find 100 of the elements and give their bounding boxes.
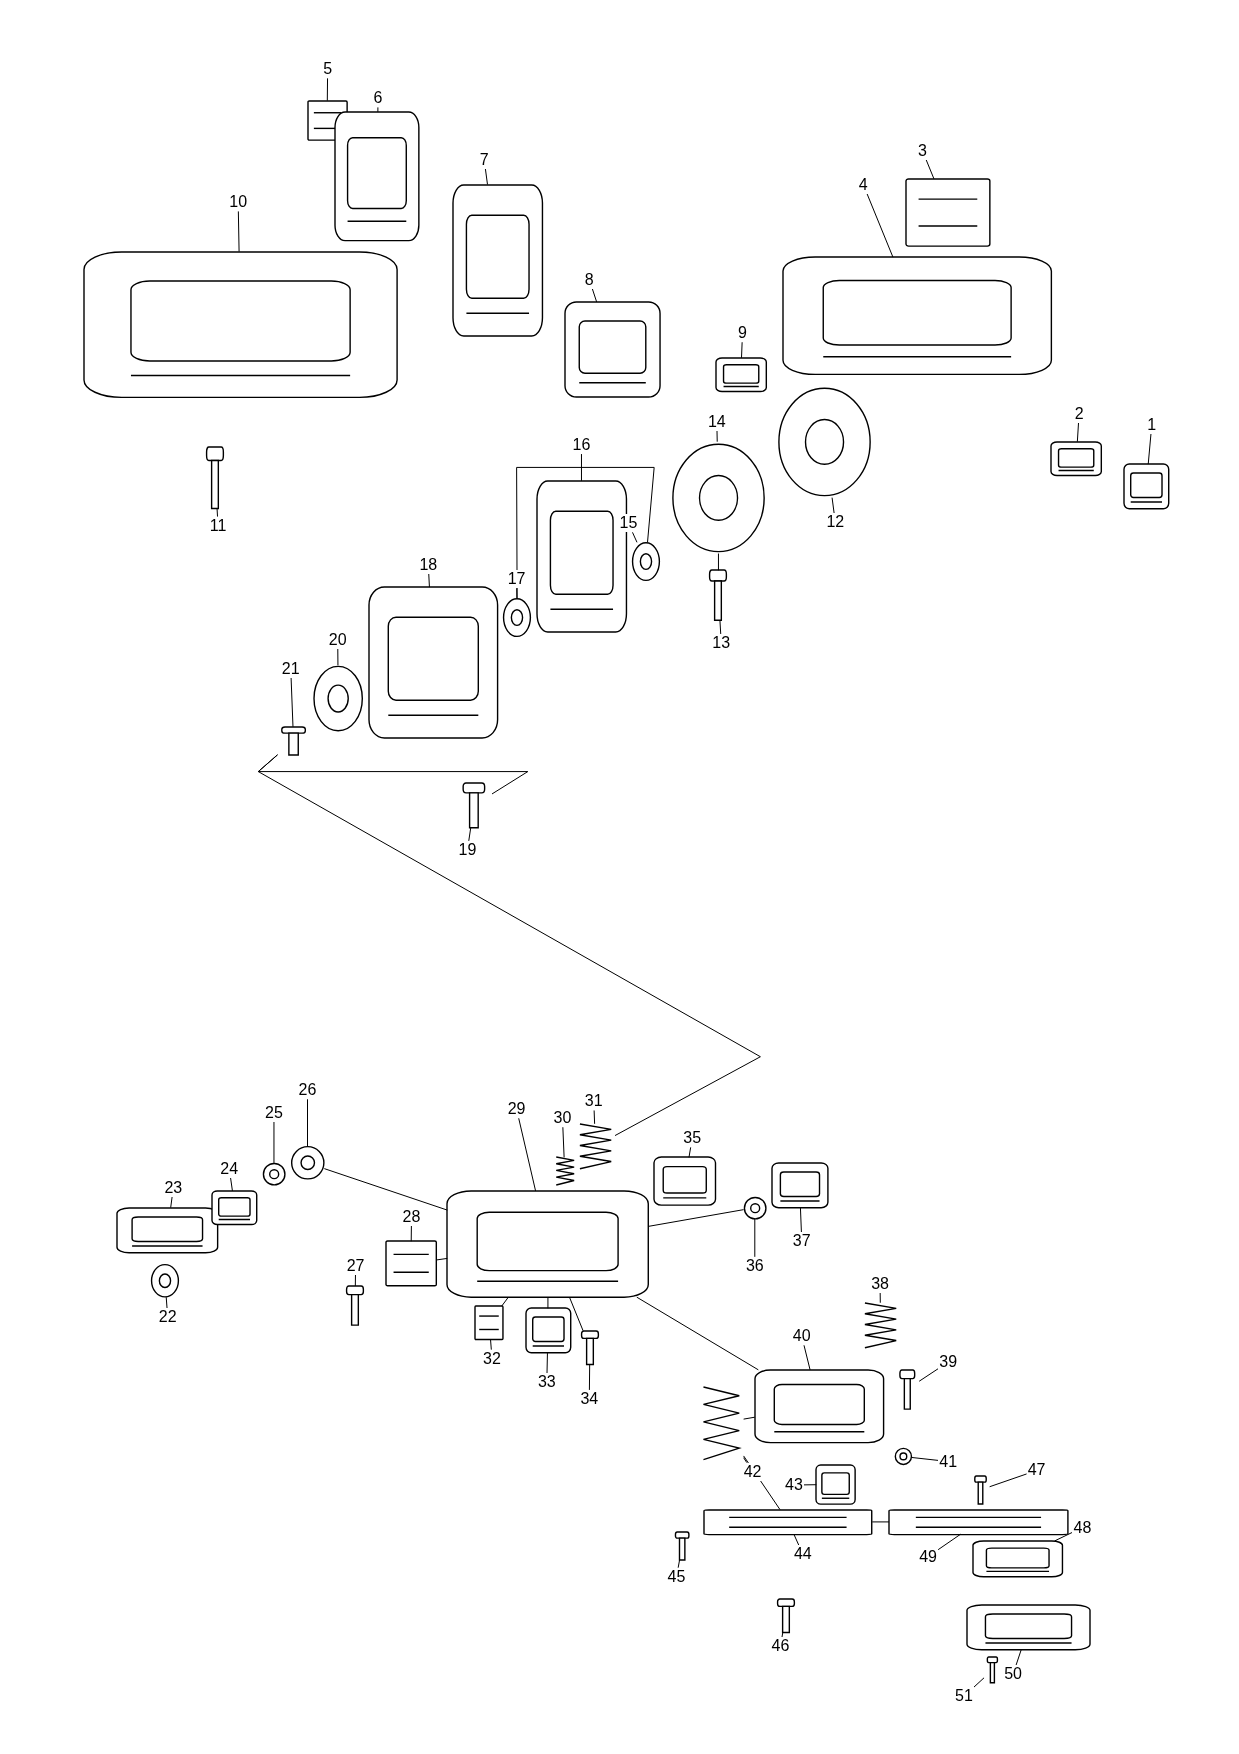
leader-line	[781, 1632, 784, 1638]
leader-line	[581, 453, 582, 482]
leader-line	[632, 531, 638, 543]
callout-number: 21	[280, 659, 301, 678]
leader-line	[937, 1533, 962, 1551]
leader-line	[588, 1363, 591, 1391]
leader-line	[803, 1344, 811, 1371]
part-drawing	[313, 665, 364, 733]
leader-line	[989, 1473, 1028, 1488]
part-drawing	[704, 1509, 873, 1535]
part-drawing	[212, 1190, 258, 1225]
leader-line	[743, 1457, 748, 1464]
callout-number: 24	[219, 1159, 240, 1178]
callout-number: 17	[506, 570, 527, 589]
leader-line	[591, 288, 598, 303]
leader-line	[925, 159, 935, 180]
part-drawing	[984, 1657, 1001, 1683]
assembly-line	[435, 1257, 448, 1261]
leader-line	[719, 620, 722, 635]
leader-line	[910, 1456, 939, 1461]
part-drawing	[743, 1196, 766, 1219]
part-drawing	[475, 1306, 504, 1340]
callout-number: 27	[345, 1256, 366, 1275]
part-drawing	[670, 441, 766, 554]
leader-line	[216, 508, 219, 518]
assembly-line	[568, 1296, 584, 1332]
part-drawing	[117, 1207, 219, 1253]
assembly-line	[717, 553, 719, 571]
leader-line	[468, 827, 472, 842]
callout-number: 39	[938, 1353, 959, 1371]
callout-number: 4	[857, 175, 869, 194]
part-drawing	[503, 598, 532, 638]
part-drawing	[1123, 464, 1169, 509]
part-drawing	[972, 1540, 1063, 1577]
leader-line	[490, 1339, 492, 1351]
leader-line	[337, 648, 339, 666]
leader-line	[1015, 1648, 1022, 1666]
part-drawing	[564, 301, 660, 397]
assembly-line	[323, 1168, 448, 1211]
part-drawing	[452, 184, 543, 336]
part-drawing	[290, 1146, 325, 1180]
part-drawing	[553, 1157, 576, 1186]
leader-line	[354, 1274, 356, 1287]
callout-number: 7	[478, 150, 490, 169]
part-drawing	[335, 111, 420, 241]
leader-line	[290, 677, 294, 728]
callout-number: 15	[618, 514, 639, 533]
leader-line	[918, 1368, 939, 1382]
part-drawing	[447, 1190, 649, 1298]
part-drawing	[777, 385, 873, 498]
part-drawing	[905, 178, 990, 246]
leader-line	[546, 1352, 548, 1374]
part-drawing	[369, 587, 498, 738]
leader-line	[741, 341, 743, 359]
leader-line	[165, 1296, 168, 1309]
leader-line	[793, 1533, 800, 1546]
part-drawing	[782, 257, 1052, 375]
part-drawing	[771, 1162, 828, 1208]
leader-line	[170, 1196, 173, 1209]
assembly-line	[516, 466, 655, 599]
part-drawing	[1051, 441, 1102, 476]
leader-line	[1076, 422, 1080, 443]
leader-line	[1147, 433, 1152, 465]
leader-line	[230, 1177, 233, 1192]
leader-line	[410, 1225, 412, 1242]
leader-line	[326, 77, 329, 102]
part-drawing	[262, 1162, 286, 1186]
assembly-line	[636, 1296, 759, 1371]
leader-line	[562, 1126, 565, 1158]
callout-number: 2	[1073, 404, 1085, 423]
callout-number: 42	[742, 1462, 763, 1481]
leader-line	[273, 1121, 275, 1164]
part-drawing	[894, 1448, 912, 1465]
part-drawing	[967, 1604, 1091, 1650]
leader-line	[484, 168, 488, 185]
part-drawing	[654, 1157, 716, 1206]
callout-number: 38	[870, 1274, 891, 1293]
leader-line	[593, 1109, 596, 1125]
assembly-line	[257, 754, 761, 1137]
part-drawing	[525, 1308, 571, 1354]
callout-number: 3	[917, 141, 929, 160]
callout-number: 8	[583, 270, 595, 289]
part-drawing	[715, 357, 766, 392]
part-drawing	[754, 1369, 884, 1443]
callout-number: 20	[327, 630, 348, 649]
part-drawing	[889, 1509, 1068, 1535]
part-drawing	[150, 1263, 179, 1298]
leader-line	[879, 1292, 881, 1304]
leader-line	[677, 1559, 681, 1569]
leader-line	[1054, 1531, 1073, 1542]
assembly-line	[501, 1296, 509, 1307]
callout-number: 1	[1146, 415, 1158, 434]
callout-number: 23	[163, 1178, 184, 1197]
leader-line	[831, 497, 835, 514]
leader-line	[688, 1146, 692, 1158]
callout-number: 18	[418, 555, 439, 574]
callout-number: 14	[706, 412, 727, 431]
leader-line	[803, 1484, 817, 1486]
part-drawing	[83, 251, 397, 397]
leader-line	[754, 1218, 756, 1258]
